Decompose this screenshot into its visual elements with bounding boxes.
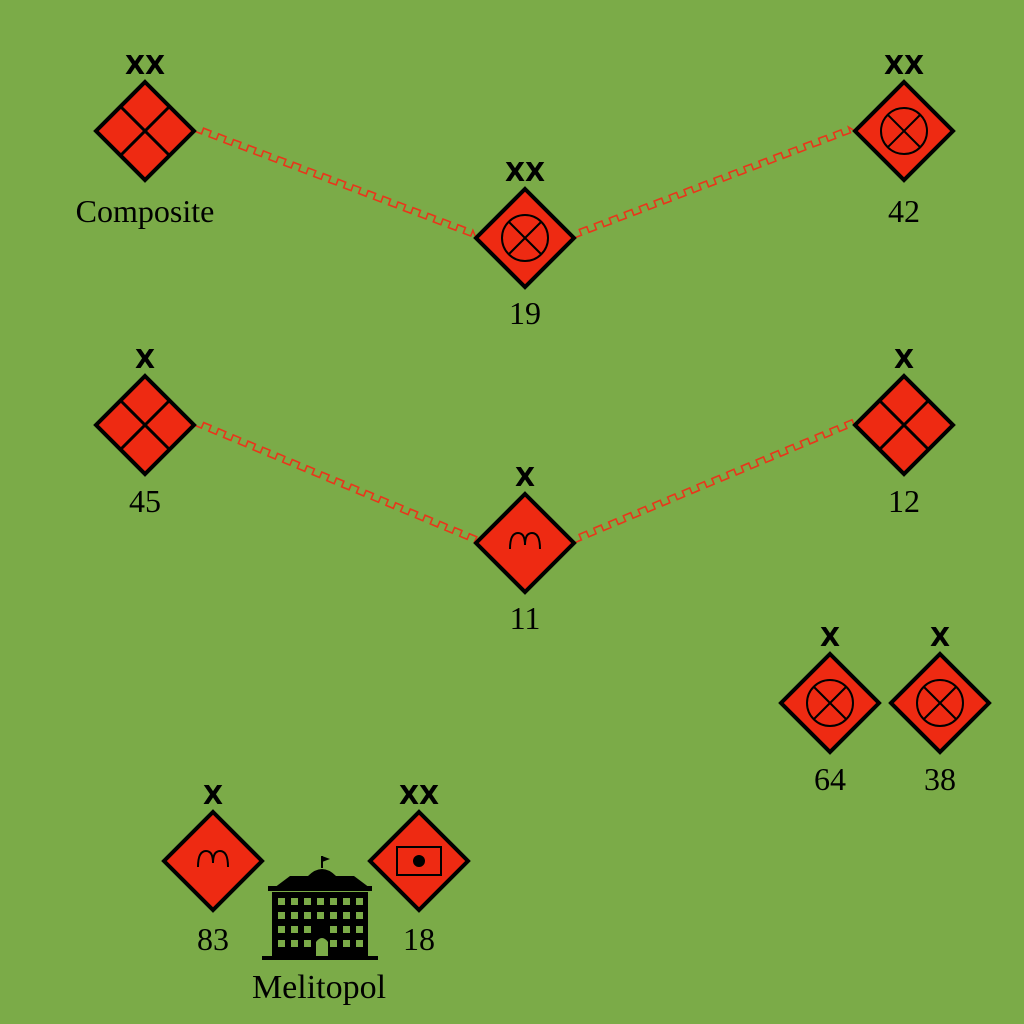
unit-label: 42 [888,193,920,229]
unit-label: 45 [129,483,161,519]
unit-label: 19 [509,295,541,331]
unit-label: 18 [403,921,435,957]
unit-label: 83 [197,921,229,957]
unit-echelon: X [930,623,950,653]
unit-label: 12 [888,483,920,519]
link-composite-u19 [193,127,477,239]
link-u11-u12 [573,418,856,544]
unit-echelon: XX [884,51,924,81]
city-melitopol[interactable]: Melitopol [252,856,386,1006]
mountain-icon [509,531,541,550]
infantry-icon [119,105,171,157]
unit-echelon: XX [125,51,165,81]
unit-composite[interactable]: XX Composite [76,51,215,229]
unit-echelon: X [894,345,914,375]
unit-u83[interactable]: X 83 [161,781,265,957]
hq-box-icon [396,846,442,876]
unit-u19[interactable]: XX 19 [473,158,577,331]
unit-label: 64 [814,761,846,797]
unit-u42[interactable]: XX 42 [852,51,956,229]
unit-u18[interactable]: XX 18 [367,781,471,957]
crosshair-icon [806,679,854,727]
unit-u45[interactable]: X 45 [93,345,197,519]
unit-echelon: X [515,463,535,493]
unit-u11[interactable]: X 11 [473,463,577,636]
infantry-icon [119,399,171,451]
links-layer [193,125,856,544]
mountain-icon [197,849,229,868]
link-u45-u11 [193,421,478,544]
crosshair-icon [501,214,549,262]
units-layer: XXCompositeXX19XX42X45X11X12X64X38X83XX1… [76,51,992,957]
unit-u64[interactable]: X 64 [778,623,882,797]
unit-u38[interactable]: X 38 [888,623,992,797]
place-label-melitopol: Melitopol [252,969,386,1006]
infantry-icon [878,399,930,451]
unit-u12[interactable]: X 12 [852,345,956,519]
unit-label: Composite [76,193,215,229]
unit-label: 38 [924,761,956,797]
unit-echelon: X [135,345,155,375]
city-hall-icon [262,856,378,960]
link-u19-u42 [573,125,856,239]
crosshair-icon [916,679,964,727]
unit-label: 11 [510,600,541,636]
unit-echelon: XX [399,781,439,811]
unit-echelon: XX [505,158,545,188]
unit-echelon: X [820,623,840,653]
crosshair-icon [880,107,928,155]
unit-echelon: X [203,781,223,811]
